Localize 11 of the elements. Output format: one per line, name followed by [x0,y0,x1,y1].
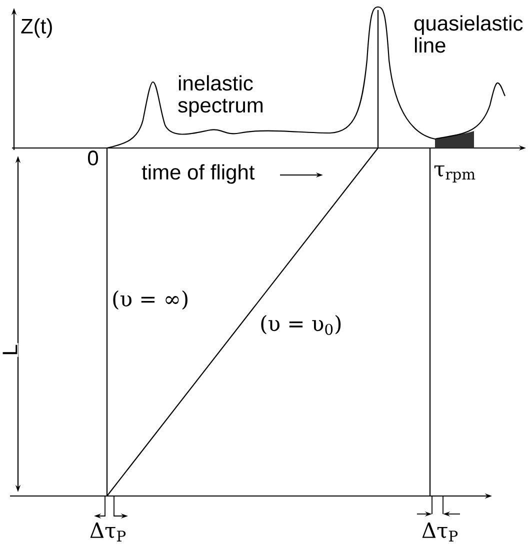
axis-label: τ$_{rpm}$ [434,165,476,183]
line-label: (υ = υ$_{0}$) [261,315,341,335]
peak-label: quasielastic line [414,15,523,53]
axis-label: 0 [88,150,98,166]
axis-label: Z(t) [21,18,52,38]
dimension-label: L [2,343,18,357]
interval-label: Δτ$_{P}$ [422,522,458,542]
line-label: (υ = ∞) [113,290,188,310]
axis-label: time of flight [142,164,255,184]
peak-label: inelastic spectrum [178,75,263,117]
interval-label: Δτ$_{P}$ [90,522,126,542]
